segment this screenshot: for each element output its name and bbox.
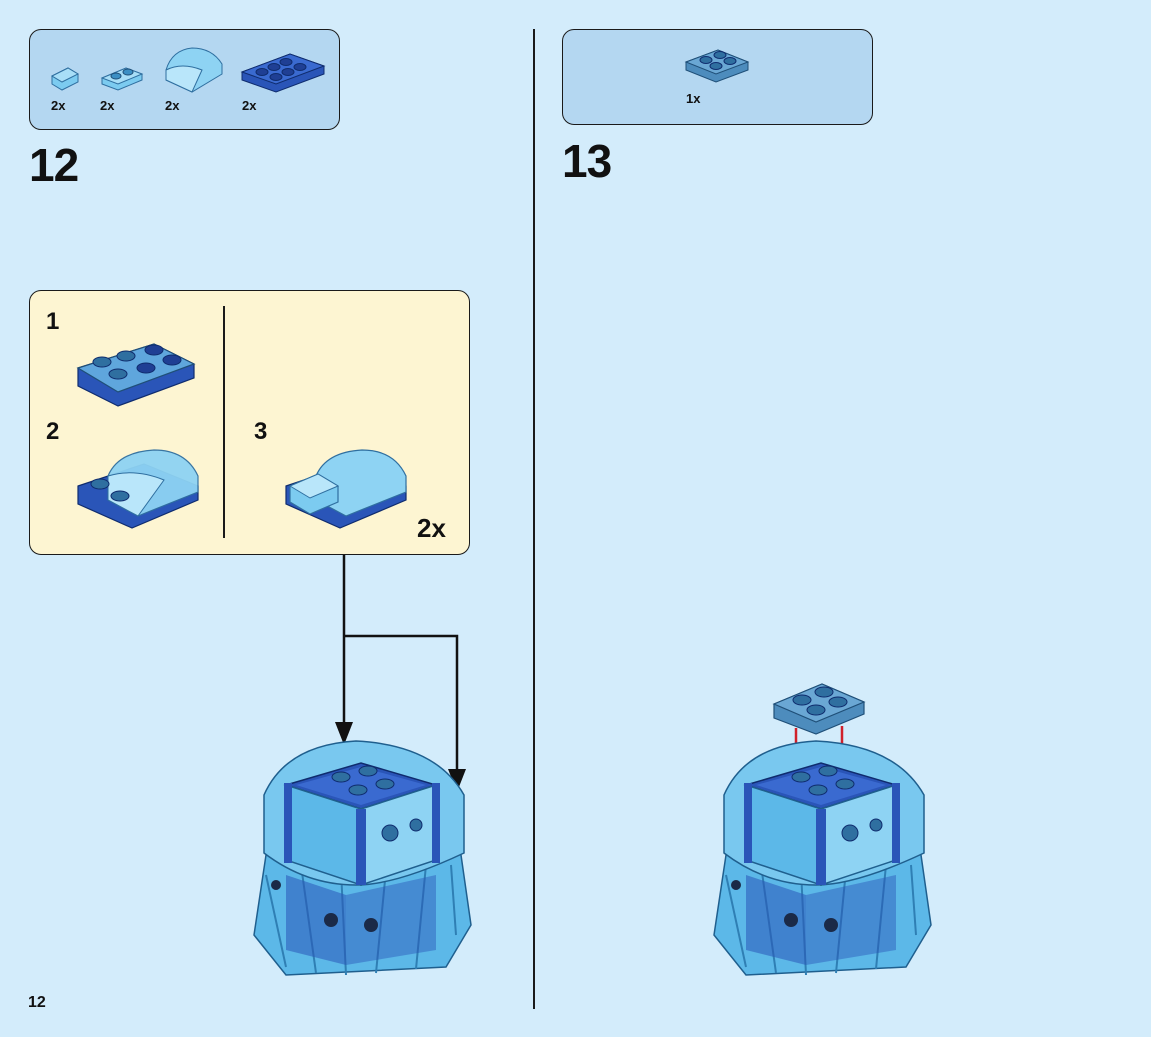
part-qty: 1x [686,91,701,106]
part-qty: 2x [51,98,66,113]
part-qty: 2x [165,98,180,113]
substep-number: 1 [46,308,60,335]
part-qty: 2x [100,98,115,113]
substep-1-assembly-icon [76,343,196,407]
trans-curved-slope-icon [165,47,223,93]
substep-number: 2 [46,418,60,445]
callout-divider [223,306,225,538]
substep-2-assembly-icon [77,449,199,529]
blue-plate-2x4-icon [240,53,326,93]
step-13-model-icon [713,740,932,976]
trans-slope-brick-icon [50,67,80,91]
trans-plate-2x2-icon [684,49,750,83]
step-number: 13 [562,135,612,187]
callout-multiplier: 2x [417,513,446,543]
substep-3-assembly-icon [285,449,407,529]
page-divider [533,29,535,1009]
step-13-plate-icon [772,683,866,735]
substep-number: 3 [254,418,268,445]
page-number: 12 [28,994,46,1011]
step-number: 12 [29,139,79,191]
step-12-model-icon [253,740,472,976]
trans-plate-1x2-icon [100,67,144,91]
part-qty: 2x [242,98,257,113]
